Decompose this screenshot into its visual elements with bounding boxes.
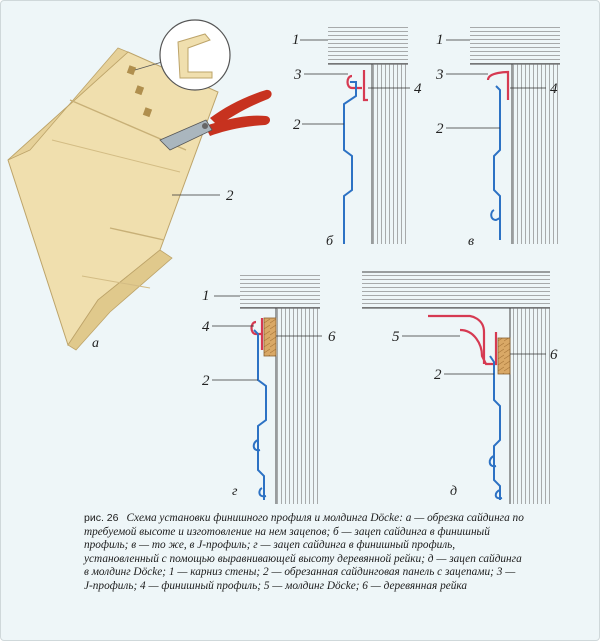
- callout-3: 3: [293, 67, 302, 83]
- callout-4: 4: [550, 81, 558, 97]
- callout-6: 6: [550, 347, 558, 363]
- wall: [510, 308, 550, 504]
- callout-2: 2: [436, 121, 444, 137]
- callout-1: 1: [202, 288, 210, 304]
- panel-a: 2 а: [7, 19, 272, 351]
- callout-2: 2: [202, 373, 210, 389]
- hook-detail-magnifier: [134, 19, 231, 91]
- panel-letter-v: в: [468, 234, 474, 249]
- panel-letter-g: г: [232, 484, 238, 499]
- docke-molding: [428, 314, 486, 364]
- callout-4: 4: [202, 319, 210, 335]
- panel-v: 1 3 4 2 в: [435, 24, 560, 249]
- finish-profile: [362, 70, 368, 102]
- figure-number: рис. 26: [84, 512, 119, 524]
- callout-1: 1: [436, 32, 444, 48]
- wood-batten: [497, 337, 511, 375]
- panel-d: 5 6 2 д: [362, 271, 558, 504]
- siding-panel: [489, 355, 501, 500]
- wood-batten: [263, 317, 277, 357]
- wall: [276, 308, 320, 504]
- installation-diagram: 2 а 1 3 4 2 б: [7, 19, 560, 504]
- eave: [328, 24, 408, 64]
- shears-icon: [159, 89, 272, 151]
- panel-b: 1 3 4 2 б: [292, 24, 422, 249]
- caption-text: Схема установки финишного профиля и молд…: [84, 512, 524, 592]
- panel-letter-b: б: [326, 234, 334, 249]
- wall: [372, 64, 408, 244]
- eave: [240, 272, 320, 308]
- panel-letter-a: а: [92, 336, 99, 351]
- callout-2: 2: [226, 188, 234, 204]
- eave: [470, 24, 560, 64]
- siding-panel: [343, 81, 357, 244]
- j-profile: [486, 70, 510, 100]
- callout-2: 2: [293, 117, 301, 133]
- callout-2: 2: [434, 367, 442, 383]
- siding-panel: [493, 85, 501, 240]
- finish-profile: [250, 318, 264, 350]
- callout-1: 1: [292, 32, 300, 48]
- wall: [512, 64, 560, 244]
- siding-panel: [253, 329, 267, 500]
- siding-board: [7, 47, 219, 351]
- eave: [362, 272, 550, 308]
- callout-5: 5: [392, 329, 400, 345]
- panel-g: 1 4 6 2 г: [202, 272, 336, 504]
- callout-6: 6: [328, 329, 336, 345]
- callout-3: 3: [435, 67, 444, 83]
- callout-4: 4: [414, 81, 422, 97]
- panel-letter-d: д: [450, 484, 457, 499]
